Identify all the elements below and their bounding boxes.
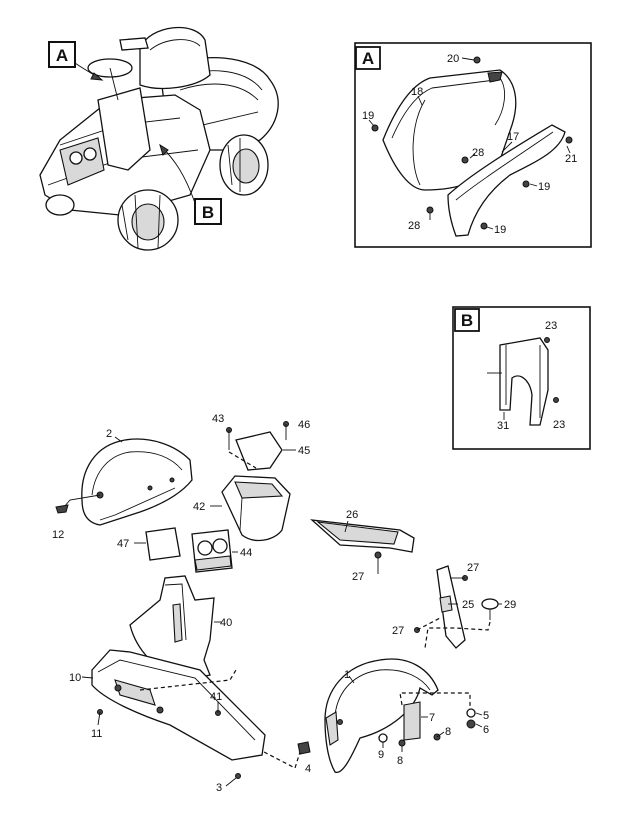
label-45: 45 [298, 445, 310, 457]
label-1: 1 [344, 669, 350, 681]
nut-6 [466, 719, 476, 729]
label-41: 41 [210, 691, 222, 703]
label-31: 31 [497, 420, 509, 432]
label-43: 43 [212, 413, 224, 425]
label-20: 20 [447, 53, 459, 65]
part-45-cover [226, 421, 296, 471]
part-42-console [210, 475, 291, 542]
part-26-rail [310, 519, 415, 574]
label-11: 11 [91, 728, 102, 740]
part-4-clip [297, 741, 311, 755]
label-8-a: 8 [445, 726, 451, 738]
label-12: 12 [52, 529, 64, 541]
detail-b-panel: B [452, 306, 591, 450]
label-19-b: 19 [538, 181, 550, 193]
washer-5 [466, 708, 476, 718]
callout-a-main-letter: A [56, 46, 68, 65]
label-17: 17 [507, 131, 519, 143]
label-21: 21 [565, 153, 577, 165]
part-47-panel [134, 527, 181, 561]
label-42: 42 [193, 501, 205, 513]
part-44-gauge-housing [191, 529, 238, 573]
label-5: 5 [483, 710, 489, 722]
label-4: 4 [305, 763, 311, 775]
detail-b-letter: B [461, 311, 473, 330]
label-27-c: 27 [392, 625, 404, 637]
label-18: 18 [411, 86, 423, 98]
label-7: 7 [429, 712, 435, 724]
callout-box-b-main: B [194, 198, 222, 225]
label-19-a: 19 [362, 110, 374, 122]
label-3: 3 [216, 782, 222, 794]
detail-a-panel: A [354, 42, 592, 248]
label-40: 40 [220, 617, 232, 629]
detail-a-letter: A [362, 49, 374, 68]
label-47: 47 [117, 538, 129, 550]
label-23-b: 23 [553, 419, 565, 431]
label-26: 26 [346, 509, 358, 521]
label-46: 46 [298, 419, 310, 431]
part-25-support [414, 565, 502, 649]
label-29: 29 [504, 599, 516, 611]
label-9: 9 [378, 749, 384, 761]
part-1-right-fender [324, 658, 471, 773]
part-7-plate [403, 701, 428, 741]
callout-box-a-main: A [48, 41, 76, 68]
label-27-a: 27 [352, 571, 364, 583]
label-28-b: 28 [408, 220, 420, 232]
label-2: 2 [106, 428, 112, 440]
label-27-b: 27 [467, 562, 479, 574]
label-6: 6 [483, 724, 489, 736]
label-8-b: 8 [397, 755, 403, 767]
part-2-rear-fender [55, 436, 193, 526]
tractor-overview [39, 26, 279, 251]
screw-3 [235, 773, 241, 779]
label-10: 10 [69, 672, 81, 684]
label-19-c: 19 [494, 224, 506, 236]
label-44: 44 [240, 547, 252, 559]
label-23-a: 23 [545, 320, 557, 332]
part-10-front-panel [81, 649, 266, 761]
label-28-a: 28 [472, 147, 484, 159]
callout-b-main-letter: B [202, 203, 214, 222]
label-25: 25 [462, 599, 474, 611]
